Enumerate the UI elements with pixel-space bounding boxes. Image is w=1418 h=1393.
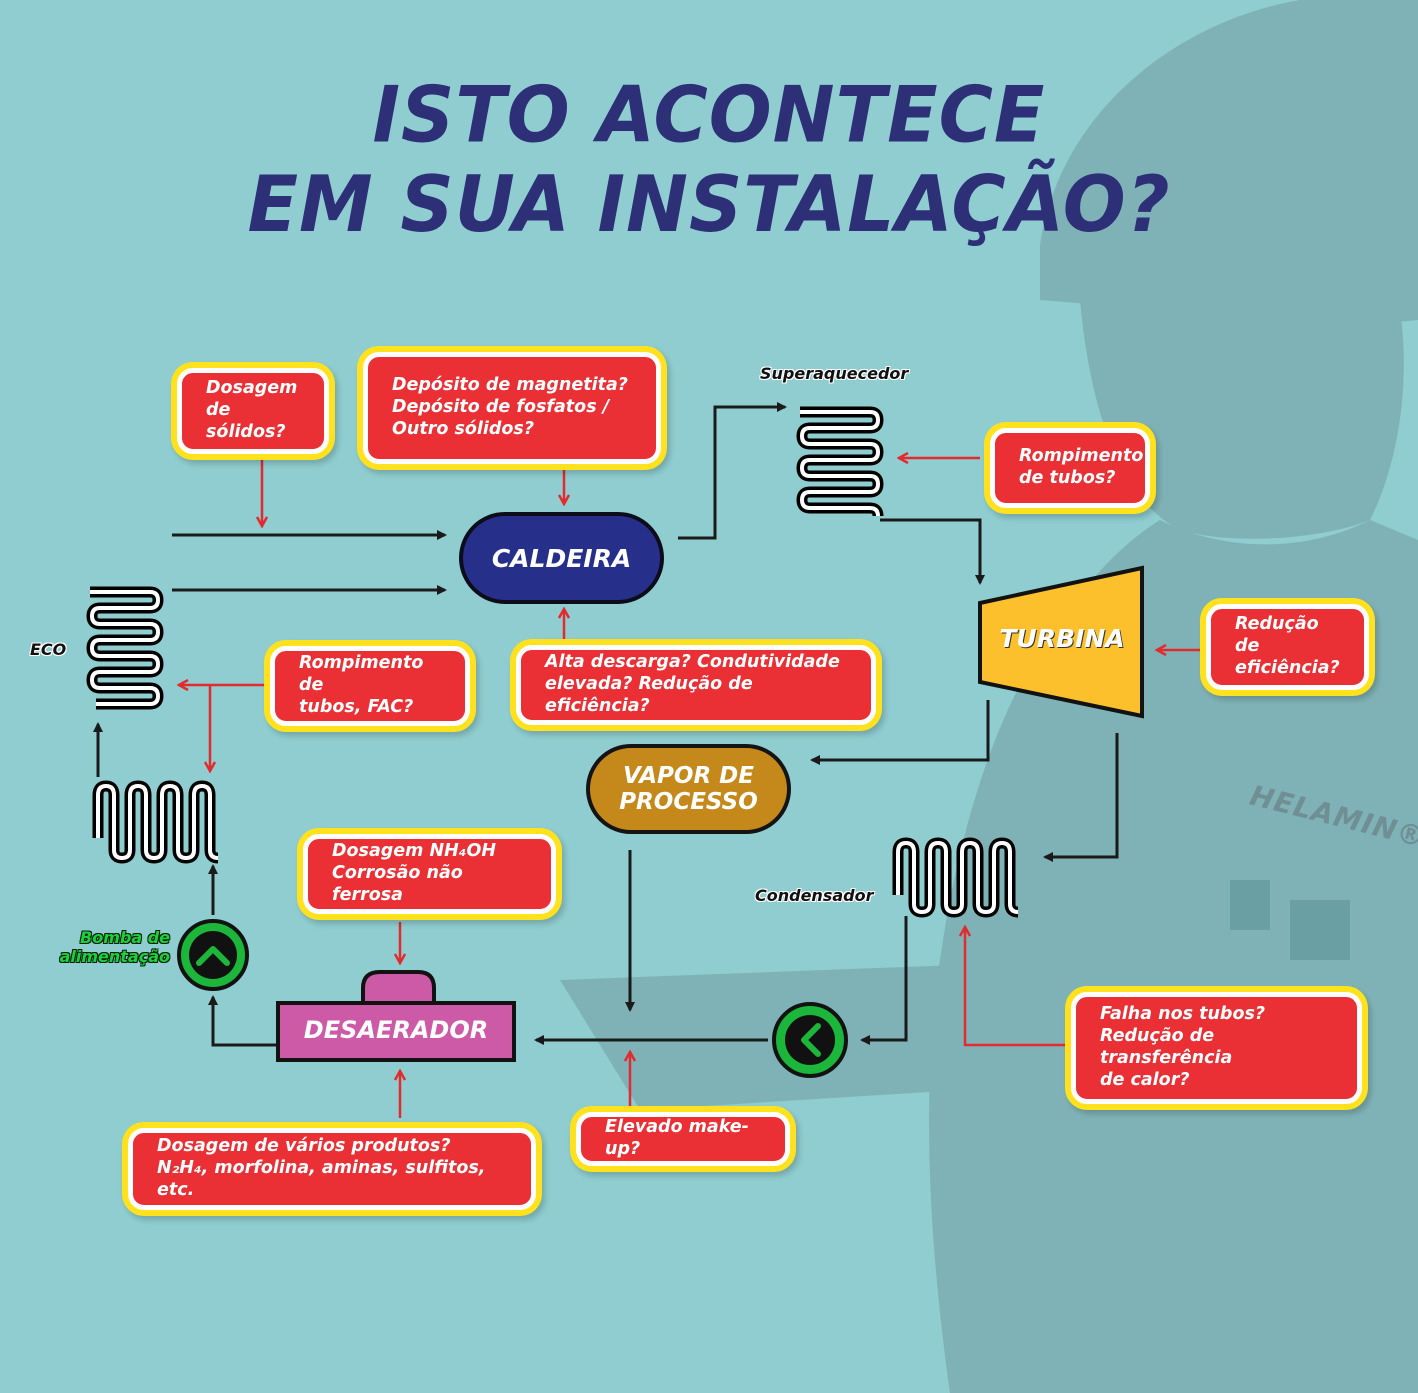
title-line-2: EM SUA INSTALAÇÃO? [247,159,1171,251]
condensador-to-pump [860,916,908,1045]
callout-dosagem-solidos: Dosagem de sólidos? [177,368,329,454]
callout-text: Alta descarga? Condutividade elevada? Re… [545,652,840,716]
callout-dosagem-varios: Dosagem de vários produtos? N₂H₄, morfol… [128,1128,536,1210]
condensador-coil-icon [892,837,1019,918]
callout-text: Dosagem de sólidos? [206,378,298,442]
superaquecedor-label: Superaquecedor [760,364,909,383]
caldeira-node: CALDEIRA [459,512,664,604]
eco-label: ECO [30,640,67,659]
callout-elevado-makeup: Elevado make-up? [576,1112,790,1166]
callout-reducao-eficiencia-turbina: Redução de eficiência? [1206,604,1369,690]
turbina-to-condensador [1043,733,1119,862]
callout-text: Rompimento de tubos, FAC? [299,653,424,717]
desaerador-shape [276,970,516,1062]
bomba-alimentacao-label: Bomba de alimentação [59,928,170,967]
callout-falha-tubos: Falha nos tubos? Redução de transferênci… [1071,992,1362,1104]
callout-alta-descarga: Alta descarga? Condutividade elevada? Re… [516,645,876,725]
bomba-alimentacao-icon [177,919,249,991]
callout-text: Rompimento de tubos? [1019,446,1144,488]
turbina-shape [978,565,1144,719]
desaerador-to-bomba [208,995,276,1047]
condensate-pump-icon [772,1002,848,1078]
superaquecedor-coil-icon [796,406,884,517]
callout-text: Elevado make-up? [605,1117,749,1159]
condensador-label: Condensador [755,886,874,905]
superaquecedor-to-turbina [880,518,985,585]
callout-text: Dosagem de vários produtos? N₂H₄, morfol… [157,1136,486,1200]
callout-text: Redução de eficiência? [1235,614,1340,678]
preheater-coil-icon [92,780,219,864]
eco-coil-icon [86,586,164,710]
turbina-to-vapor [810,700,990,765]
callout-text: Dosagem NH₄OH Corrosão não ferrosa [332,841,496,905]
title-line-1: ISTO ACONTECE [372,69,1046,161]
turbina-label: TURBINA [999,624,1125,653]
callout-rompimento-superaquecedor: Rompimento de tubos? [990,428,1150,508]
vapor-processo-node: VAPOR DE PROCESSO [586,744,791,834]
callout-text: Depósito de magnetita? Depósito de fosfa… [392,375,628,439]
callout-rompimento-eco: Rompimento de tubos, FAC? [270,646,470,726]
callout-deposito: Depósito de magnetita? Depósito de fosfa… [363,352,661,464]
callout-text: Falha nos tubos? Redução de transferênci… [1100,1004,1266,1090]
desaerador-label: DESAERADOR [303,1016,489,1044]
callout-dosagem-nh4oh: Dosagem NH₄OH Corrosão não ferrosa [303,834,556,914]
caldeira-to-superaquecedor [678,402,787,540]
